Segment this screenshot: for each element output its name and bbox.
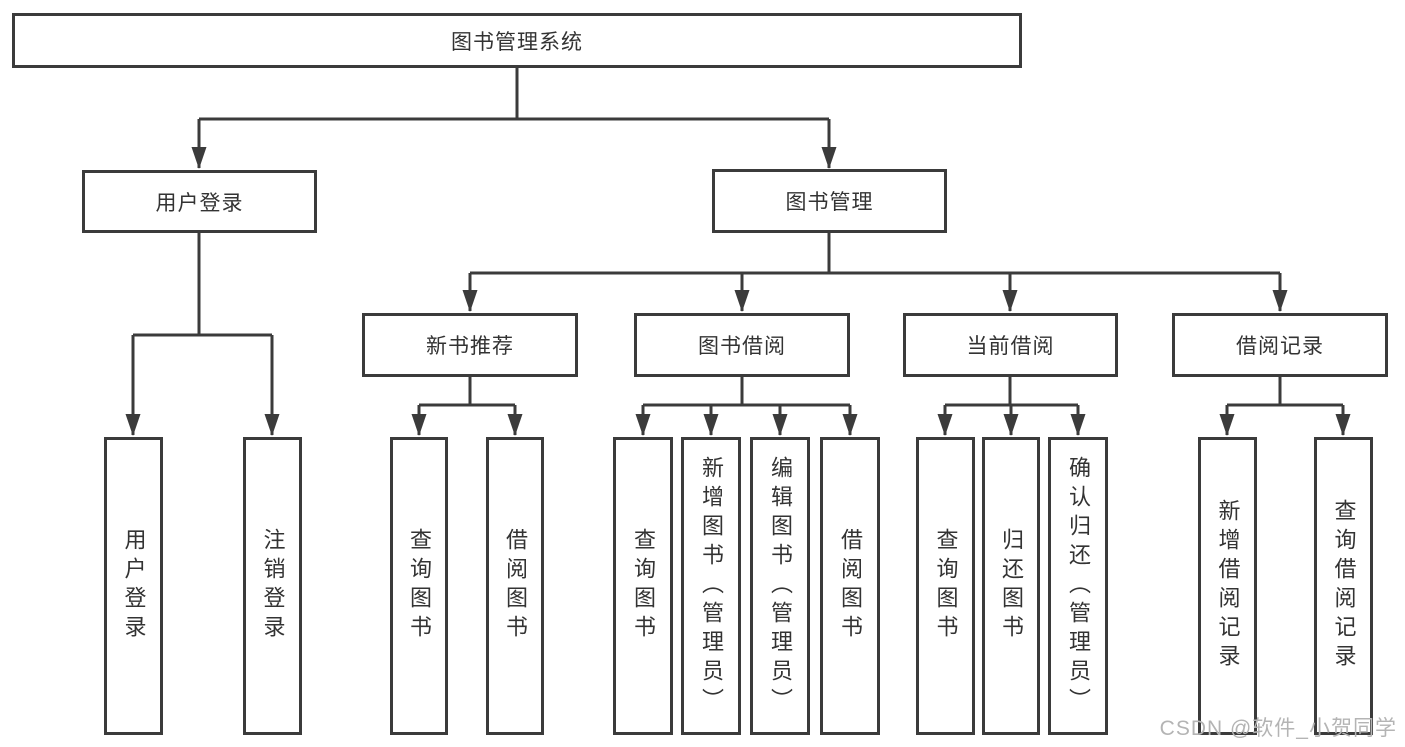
- node-root: 图书管理系统: [12, 13, 1022, 68]
- leaf-return-book: 归还图书: [982, 437, 1040, 735]
- leaf-user-login: 用户登录: [104, 437, 163, 735]
- csdn-watermark: CSDN @软件_小贺同学: [1159, 717, 1397, 740]
- leaf-query-book-1: 查询图书: [390, 437, 448, 735]
- node-current-borrow: 当前借阅: [903, 313, 1118, 377]
- leaf-borrow-book-1: 借阅图书: [486, 437, 544, 735]
- leaf-query-book-2: 查询图书: [613, 437, 673, 735]
- node-borrow-records: 借阅记录: [1172, 313, 1388, 377]
- leaf-query-book-3: 查询图书: [916, 437, 975, 735]
- leaf-query-borrow-record: 查询借阅记录: [1314, 437, 1373, 735]
- leaf-confirm-return-admin: 确认归还（管理员）: [1048, 437, 1108, 735]
- node-book-management: 图书管理: [712, 169, 947, 233]
- leaf-add-book-admin: 新增图书（管理员）: [681, 437, 741, 735]
- node-new-book-recommend: 新书推荐: [362, 313, 578, 377]
- leaf-borrow-book-2: 借阅图书: [820, 437, 880, 735]
- leaf-logout: 注销登录: [243, 437, 302, 735]
- leaf-add-borrow-record: 新增借阅记录: [1198, 437, 1257, 735]
- node-book-borrow: 图书借阅: [634, 313, 850, 377]
- node-user-login: 用户登录: [82, 170, 317, 233]
- leaf-edit-book-admin: 编辑图书（管理员）: [750, 437, 810, 735]
